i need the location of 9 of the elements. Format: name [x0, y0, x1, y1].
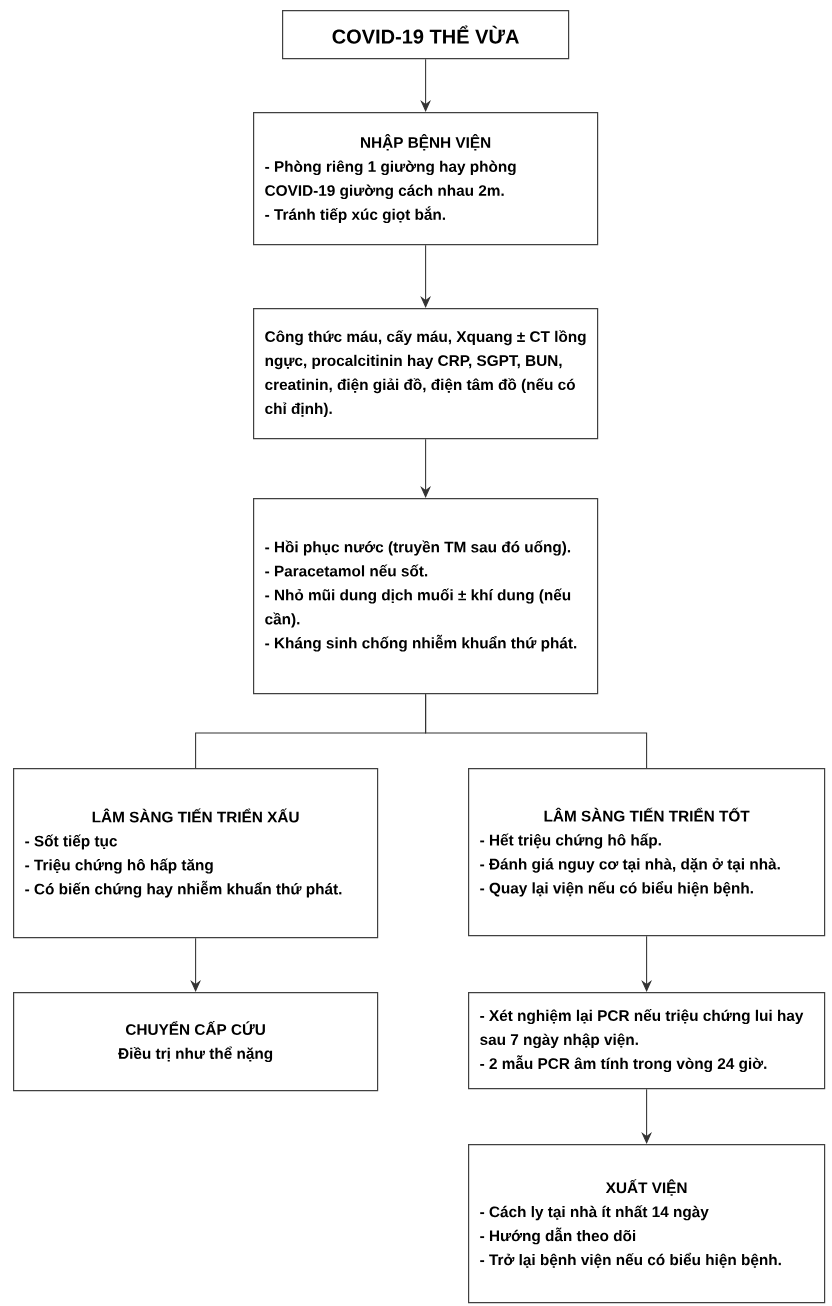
process-box: XUẤT VIỆN - Cách ly tại nhà ít nhất 14 ngày - Hướng dẫn theo dõi - Trở lại bệnh viện nếu có biểu hiện bệnh. [468, 1144, 826, 1304]
process-box: NHẬP BỆNH VIỆN - Phòng riêng 1 giường hay phòng COVID-19 giường cách nhau 2m. - Tránh tiếp xúc giọt bắn. [253, 112, 599, 246]
process-box: LÂM SÀNG TIẾN TRIỂN XẤU - Sốt tiếp tục - Triệu chứng hô hấp tăng - Có biến chứng hay nhiễm khuẩn thứ phát. [13, 768, 379, 939]
process-box: Công thức máu, cấy máu, Xquang ± CT lồng ngực, procalcitinin hay CRP, SGPT, BUN, creatinin, điện giải đồ, điện tâm đồ (nếu có chỉ định). [253, 308, 599, 440]
process-box: - Xét nghiệm lại PCR nếu triệu chứng lui hay sau 7 ngày nhập viện. - 2 mẫu PCR âm tính trong vòng 24 giờ. [468, 992, 826, 1090]
process-box: CHUYỂN CẤP CỨU Điều trị như thể nặng [13, 992, 379, 1092]
process-box: - Hồi phục nước (truyền TM sau đó uống). - Paracetamol nếu sốt. - Nhỏ mũi dung dịch muối ± khí dung (nếu cần). - Kháng sinh chống nhiễm khuẩn thứ phát. [253, 498, 599, 695]
process-box: LÂM SÀNG TIẾN TRIỂN TỐT - Hết triệu chứng hô hấp. - Đánh giá nguy cơ tại nhà, dặn ở tại nhà. - Quay lại viện nếu có biểu hiện bệnh. [468, 768, 826, 937]
title-box: COVID-19 THỂ VỪA [282, 10, 570, 60]
